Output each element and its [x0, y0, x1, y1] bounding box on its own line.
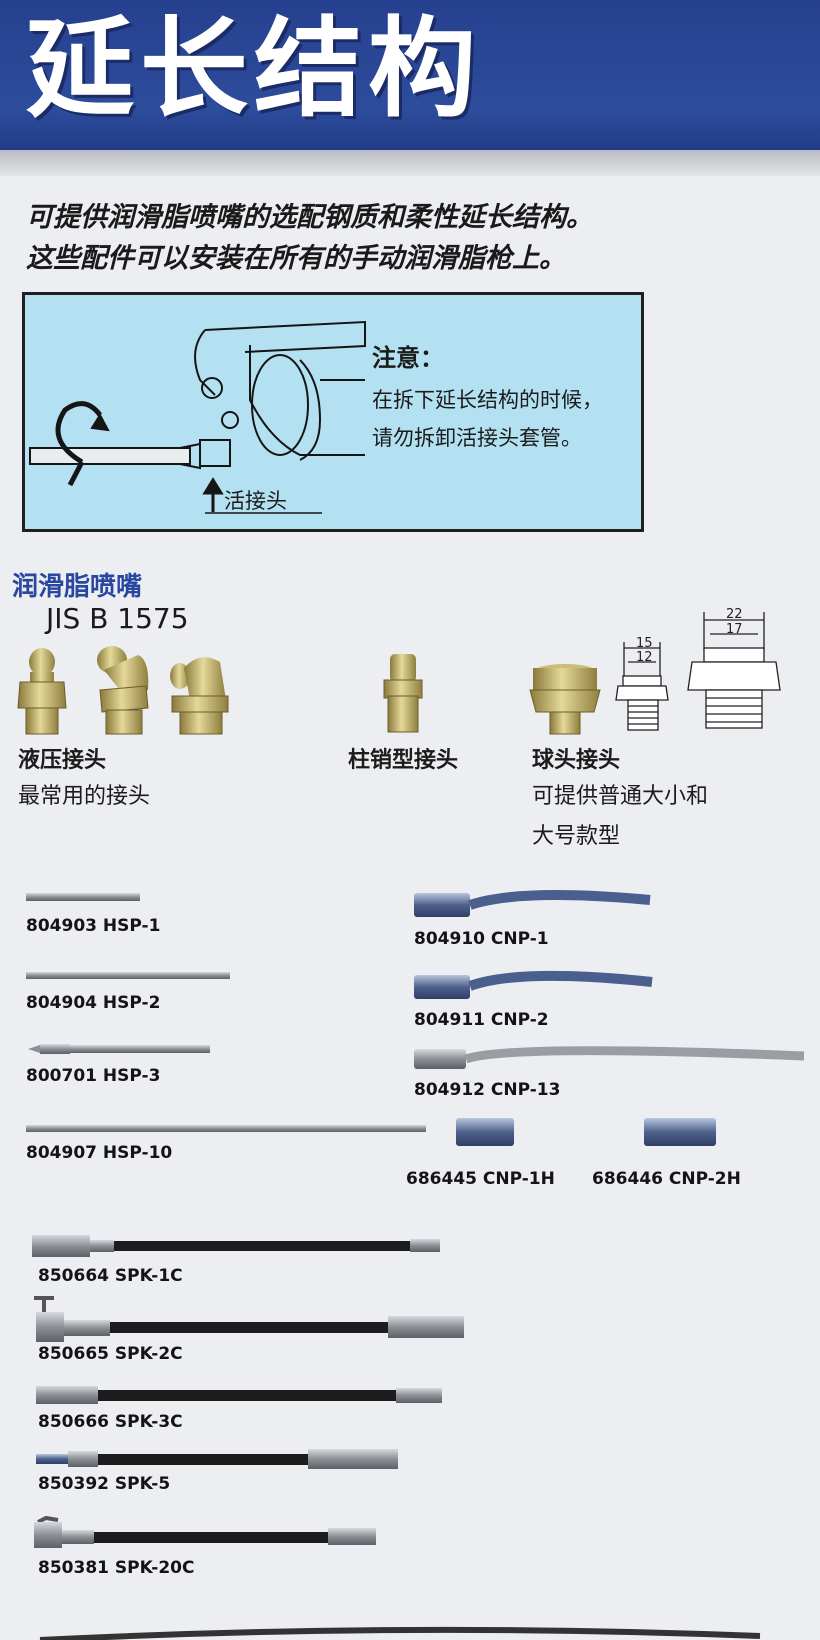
spk-1c-hose	[32, 1235, 440, 1257]
category-pin-label: 柱销型接头	[348, 748, 459, 773]
part-label-850666: 850666 SPK-3C	[38, 1412, 183, 1432]
category-button-label: 球头接头	[532, 748, 621, 773]
cnp-13-pipe	[414, 1046, 805, 1069]
part-label-800701: 800701 HSP-3	[26, 1066, 161, 1086]
partial-hose-bottom	[39, 1626, 761, 1640]
swivel-fitting-label: 活接头	[224, 489, 287, 513]
part-label-804907: 804907 HSP-10	[26, 1143, 173, 1163]
part-label-850665: 850665 SPK-2C	[38, 1344, 183, 1364]
part-label-850664: 850664 SPK-1C	[38, 1266, 183, 1286]
hsp-2-pipe	[26, 972, 230, 979]
part-label-804911: 804911 CNP-2	[414, 1010, 549, 1030]
part-label-686446: 686446 CNP-2H	[592, 1169, 741, 1189]
pin-type-fitting	[383, 654, 423, 733]
cnp-2h-coupler	[644, 1118, 716, 1146]
hsp-10-pipe	[26, 1125, 426, 1132]
cnp-1h-coupler	[456, 1118, 514, 1146]
dim-17: 17	[726, 622, 743, 637]
category-hydraulic-desc: 最常用的接头	[18, 784, 151, 809]
dim-15: 15	[636, 636, 653, 651]
caution-line-2: 请勿拆卸活接头套管。	[372, 426, 582, 450]
grease-gun-diagram	[29, 320, 366, 487]
intro-line-1: 可提供润滑脂喷嘴的选配钢质和柔性延长结构。	[26, 202, 593, 233]
cnp-2-pipe	[414, 970, 653, 999]
hydraulic-fitting-90deg	[170, 657, 229, 735]
caution-box	[22, 292, 644, 532]
hydraulic-fitting-45deg	[97, 646, 149, 735]
intro-line-2: 这些配件可以安装在所有的手动润滑脂枪上。	[26, 243, 566, 274]
page-title: 延长结构	[26, 7, 483, 132]
header-divider-band	[0, 150, 820, 176]
hsp-3-pipe	[28, 1044, 210, 1054]
part-label-804904: 804904 HSP-2	[26, 993, 161, 1013]
section-standard: JIS B 1575	[46, 602, 189, 635]
part-label-850392: 850392 SPK-5	[38, 1474, 171, 1494]
cnp-1-pipe	[414, 890, 651, 917]
caution-title: 注意：	[372, 344, 444, 372]
part-label-686445: 686445 CNP-1H	[406, 1169, 555, 1189]
button-fitting-large-drawing	[687, 612, 781, 729]
hsp-1-pipe	[26, 893, 140, 901]
part-label-804910: 804910 CNP-1	[414, 929, 549, 949]
caution-line-1: 在拆下延长结构的时候，	[372, 388, 603, 412]
spk-2c-hose	[34, 1296, 464, 1342]
category-button-desc-2: 大号款型	[532, 824, 621, 849]
category-button-desc-1: 可提供普通大小和	[532, 784, 709, 809]
spk-5-hose	[36, 1449, 398, 1469]
part-label-804903: 804903 HSP-1	[26, 916, 161, 936]
arrow-up-icon	[202, 477, 322, 514]
dim-12: 12	[636, 650, 653, 665]
part-label-850381: 850381 SPK-20C	[38, 1558, 195, 1578]
category-hydraulic-label: 液压接头	[18, 748, 107, 773]
dim-22: 22	[726, 607, 743, 622]
part-label-804912: 804912 CNP-13	[414, 1080, 561, 1100]
hydraulic-fitting-straight	[17, 648, 67, 735]
button-fitting-small-drawing	[615, 642, 669, 731]
spk-3c-hose	[36, 1386, 442, 1404]
button-head-fitting	[529, 664, 601, 735]
section-title: 润滑脂喷嘴	[12, 572, 143, 602]
header-banner	[0, 0, 820, 155]
spk-20c-hose	[34, 1515, 376, 1548]
